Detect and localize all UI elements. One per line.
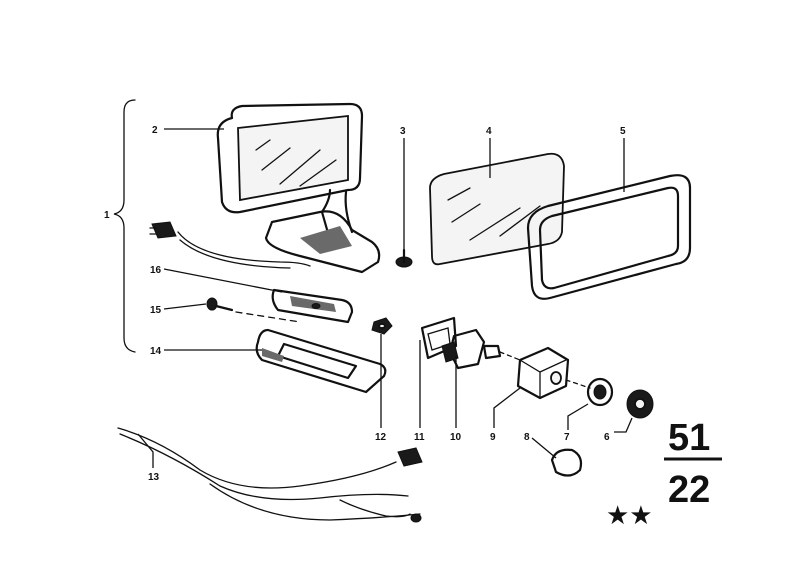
leader-lines bbox=[137, 128, 633, 468]
callout-4: 4 bbox=[486, 126, 492, 137]
callout-7: 7 bbox=[564, 432, 570, 443]
callout-12: 12 bbox=[375, 432, 387, 443]
callout-11: 11 bbox=[414, 432, 425, 443]
callout-8: 8 bbox=[524, 432, 530, 443]
cap-part bbox=[550, 448, 583, 477]
assembly-bracket bbox=[113, 99, 136, 353]
mirror-base-part bbox=[149, 210, 381, 274]
nut-part bbox=[371, 317, 393, 335]
callout-16: 16 bbox=[150, 265, 162, 276]
callout-14: 14 bbox=[150, 346, 162, 357]
mirror-head-part bbox=[216, 102, 364, 242]
mirror-glass-part bbox=[429, 152, 565, 266]
bushing-part bbox=[586, 377, 614, 407]
gear-part bbox=[626, 389, 654, 419]
group-number-bottom: 22 bbox=[668, 469, 710, 511]
group-number-top: 51 bbox=[668, 417, 710, 459]
clamp-cover-part bbox=[271, 288, 354, 324]
bolt-part bbox=[206, 297, 301, 323]
mirror-frame-part bbox=[526, 174, 692, 300]
motor-connector-part bbox=[441, 328, 521, 370]
screw-part bbox=[395, 248, 413, 268]
callout-2: 2 bbox=[152, 125, 158, 136]
wiring-harness-part bbox=[117, 427, 423, 523]
rating-stars: ★★ bbox=[606, 501, 653, 531]
callout-9: 9 bbox=[490, 432, 496, 443]
callout-5: 5 bbox=[620, 126, 626, 137]
callout-3: 3 bbox=[400, 126, 406, 137]
callout-15: 15 bbox=[150, 305, 162, 316]
callout-6: 6 bbox=[604, 432, 610, 443]
motor-unit-part bbox=[516, 346, 591, 400]
callout-10: 10 bbox=[450, 432, 462, 443]
base-plate-part bbox=[255, 328, 387, 394]
callout-1: 1 bbox=[104, 210, 110, 221]
callout-13: 13 bbox=[148, 472, 160, 483]
